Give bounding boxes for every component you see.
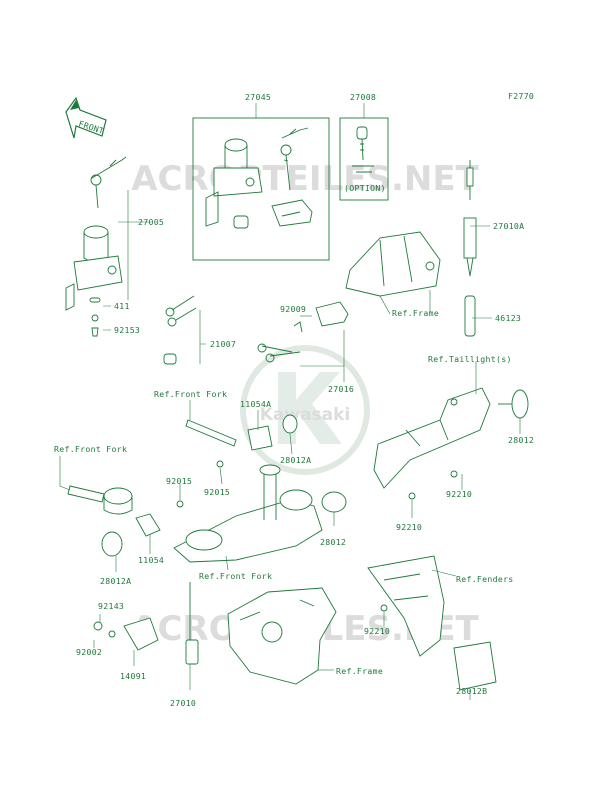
watermark-site-top: ACROPTEILES.NET [131, 159, 479, 199]
part-label-28012A-upper: 28012A [280, 455, 311, 465]
part-label-27010A: 27010A [493, 221, 524, 231]
ref-label-fenders: Ref.Fenders [456, 574, 514, 584]
part-label-28012-right: 28012 [508, 435, 534, 445]
box-27045 [192, 117, 330, 261]
ref-label-frame-upper: Ref.Frame [392, 308, 439, 318]
ref-label-front-fork-lower: Ref.Front Fork [199, 571, 272, 581]
watermark-brand: Kawasaki [260, 405, 351, 425]
part-label-92153: 92153 [114, 325, 140, 335]
option-label: (OPTION) [344, 183, 386, 193]
grommet-28012 [321, 491, 347, 513]
part-label-28012A-lower: 28012A [100, 576, 131, 586]
part-label-27010: 27010 [170, 698, 196, 708]
key-pair-27016 [257, 301, 349, 363]
fork-collar [67, 485, 184, 557]
part-label-27005: 27005 [138, 217, 164, 227]
part-label-27008: 27008 [350, 92, 376, 102]
ignition-switch-assembly-27045 [205, 127, 313, 229]
part-label-11054A: 11054A [240, 399, 271, 409]
fork-bracket [173, 464, 323, 563]
part-label-92210-upper: 92210 [446, 489, 472, 499]
taillight-bracket [373, 387, 529, 500]
reference-labels: Ref.Frame Ref.Taillight(s) Ref.Front For… [54, 308, 514, 676]
part-label-92143: 92143 [98, 601, 124, 611]
part-label-92210-middle: 92210 [396, 522, 422, 532]
leader-lines [59, 103, 521, 700]
watermark-logo-ring [240, 345, 370, 475]
part-label-92015-right: 92015 [166, 476, 192, 486]
part-label-92015-left: 92015 [204, 487, 230, 497]
part-label-28012-lower: 28012 [320, 537, 346, 547]
part-label-411: 411 [114, 301, 130, 311]
fender-bracket [367, 555, 497, 691]
part-label-28012B: 28012B [456, 686, 487, 696]
part-label-27016: 27016 [328, 384, 354, 394]
part-label-27045: 27045 [245, 92, 271, 102]
part-label-92009: 92009 [280, 304, 306, 314]
part-label-14091: 14091 [120, 671, 146, 681]
ref-label-frame-lower: Ref.Frame [336, 666, 383, 676]
part-labels: 27045 27008 (OPTION) 27005 27010A 411 92… [76, 92, 534, 708]
ref-label-front-fork-left: Ref.Front Fork [54, 444, 127, 454]
part-label-46123: 46123 [495, 313, 521, 323]
part-label-11054: 11054 [138, 555, 164, 565]
bolt-11054A [185, 414, 298, 468]
part-label-21007: 21007 [210, 339, 236, 349]
switch-27010A [463, 160, 477, 337]
ref-label-taillight: Ref.Taillight(s) [428, 354, 512, 364]
figure-code: F2770 [508, 91, 534, 101]
key-set-21007 [163, 295, 197, 365]
front-direction-arrow-icon: FRONT [65, 96, 107, 139]
part-label-92210-lower: 92210 [364, 626, 390, 636]
ref-label-front-fork-upper: Ref.Front Fork [154, 389, 227, 399]
option-key-27008 [352, 126, 374, 173]
frame-bracket-top [345, 231, 441, 297]
ignition-switch-assembly-27005 [65, 156, 127, 337]
frame-lower [93, 582, 337, 685]
part-label-92002: 92002 [76, 647, 102, 657]
